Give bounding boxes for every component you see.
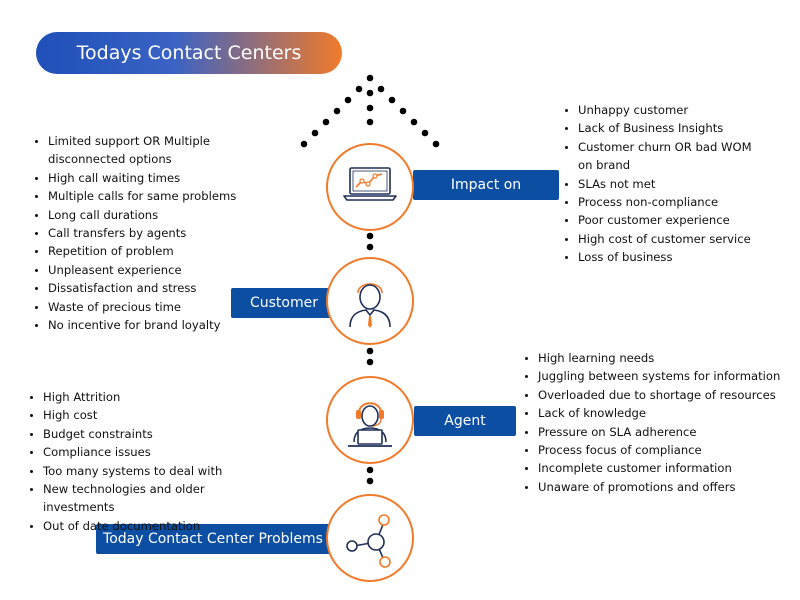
connector-dot: [366, 243, 374, 251]
list-item: High cost of customer service: [565, 230, 765, 248]
list-item: Overloaded due to shortage of resources: [525, 386, 787, 404]
connector-dot: [366, 477, 374, 485]
list-item: Poor customer experience: [565, 211, 765, 229]
connector-dot: [421, 129, 429, 137]
label-customer: Customer: [231, 288, 337, 318]
list-item: Dissatisfaction and stress: [35, 279, 240, 297]
list-item: High cost: [30, 406, 270, 424]
list-item: Lack of knowledge: [525, 404, 787, 422]
list-item: Lack of Business Insights: [565, 119, 765, 137]
list-item: Pressure on SLA adherence: [525, 423, 787, 441]
list-item: Compliance issues: [30, 443, 270, 461]
label-impact-on-enterprise: Impact on Enterprise: [413, 170, 559, 223]
connector-dot: [410, 118, 418, 126]
connector-dot: [333, 107, 341, 115]
list-item: Unaware of promotions and offers: [525, 478, 787, 496]
list-item: Incomplete customer information: [525, 459, 787, 477]
connector-dot: [399, 107, 407, 115]
list-item: Repetition of problem: [35, 242, 240, 260]
connector-dot: [311, 129, 319, 137]
connector-dot: [366, 104, 374, 112]
connector-dot: [366, 232, 374, 240]
headset-agent-icon: [348, 402, 392, 447]
list-item: SLAs not met: [565, 175, 765, 193]
connector-dot: [432, 140, 440, 148]
problems-node: [326, 494, 414, 582]
connector-dot: [366, 118, 374, 126]
connector-dot: [366, 89, 374, 97]
label-today-contact-center-problems: Today Contact Center Problems: [96, 524, 330, 554]
customer-challenges-list: Limited support OR Multiple disconnected…: [35, 132, 240, 334]
list-item: No incentive for brand loyalty: [35, 316, 240, 334]
list-item: Waste of precious time: [35, 298, 240, 316]
list-item: Limited support OR Multiple disconnected…: [35, 132, 240, 169]
connector-dot: [377, 85, 385, 93]
network-nodes-icon: [346, 514, 391, 568]
connector-dot: [366, 358, 374, 366]
list-item: Juggling between systems for information: [525, 367, 787, 385]
list-item: New technologies and older investments: [30, 480, 270, 517]
list-item: Process focus of compliance: [525, 441, 787, 459]
list-item: Customer churn OR bad WOM on brand: [565, 138, 765, 175]
list-item: High call waiting times: [35, 169, 240, 187]
list-item: Budget constraints: [30, 425, 270, 443]
connector-dot: [366, 466, 374, 474]
list-item: Loss of business: [565, 248, 765, 266]
list-item: Multiple calls for same problems: [35, 187, 240, 205]
list-item: Process non-compliance: [565, 193, 765, 211]
page-title: Todays Contact Centers challanges: [36, 32, 342, 106]
label-agent: Agent: [414, 406, 516, 436]
list-item: Unhappy customer: [565, 101, 765, 119]
enterprise-node: [326, 143, 414, 231]
connector-dot: [355, 85, 363, 93]
connector-dot: [366, 74, 374, 82]
connector-dot: [366, 347, 374, 355]
connector-dot: [344, 96, 352, 104]
connector-dot: [388, 96, 396, 104]
connector-dot: [300, 140, 308, 148]
list-item: Too many systems to deal with: [30, 462, 270, 480]
list-item: Long call durations: [35, 206, 240, 224]
customer-person-icon: [349, 283, 391, 328]
agent-node: [326, 376, 414, 464]
list-item: Unpleasent experience: [35, 261, 240, 279]
customer-node: [326, 257, 414, 345]
connector-dot: [322, 118, 330, 126]
laptop-chart-icon: [343, 167, 397, 201]
list-item: Out of date documentation: [30, 517, 270, 535]
list-item: Call transfers by agents: [35, 224, 240, 242]
list-item: High Attrition: [30, 388, 270, 406]
list-item: High learning needs: [525, 349, 787, 367]
